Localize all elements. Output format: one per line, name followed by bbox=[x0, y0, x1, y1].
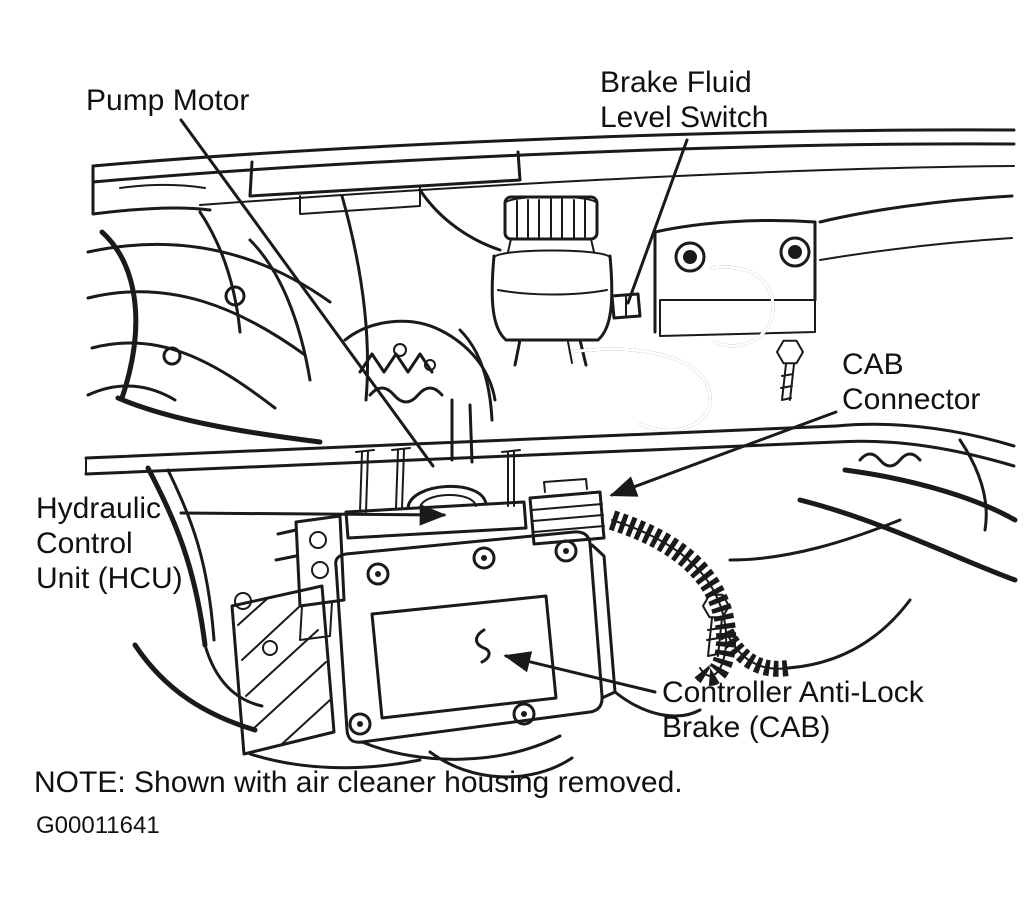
label-brake-fluid-level-switch: Brake Fluid Level Switch bbox=[600, 66, 769, 134]
fender-structure bbox=[728, 438, 1018, 670]
hose-tangle-left bbox=[86, 210, 332, 445]
leader-line-cab-connector bbox=[609, 410, 838, 497]
label-hydraulic-control-unit: Hydraulic Control Unit (HCU) bbox=[36, 492, 183, 595]
figure-id: G00011641 bbox=[36, 812, 160, 839]
cowl-structure bbox=[91, 128, 1016, 402]
heater-hose bbox=[567, 341, 712, 432]
master-cylinder-assembly bbox=[653, 218, 817, 401]
leader-line-pump-motor bbox=[179, 118, 435, 468]
label-controller-anti-lock-brake: Controller Anti-Lock Brake (CAB) bbox=[662, 676, 924, 744]
cover-screws bbox=[348, 539, 578, 736]
leader-line-brake-fluid-level-switch bbox=[626, 138, 689, 305]
lower-left-bracket bbox=[132, 465, 336, 756]
cover-mark bbox=[475, 628, 491, 664]
note-text: NOTE: Shown with air cleaner housing rem… bbox=[34, 766, 683, 799]
valve-block bbox=[274, 514, 346, 641]
wire-loom bbox=[608, 510, 790, 686]
pump-motor-part bbox=[344, 447, 528, 540]
leader-line-controller-cab bbox=[503, 651, 657, 694]
cab-connector-part bbox=[528, 478, 606, 546]
hcu-cab-unit bbox=[334, 530, 617, 744]
mounting-bolt bbox=[776, 339, 804, 401]
crossmember bbox=[84, 422, 1016, 476]
brake-fluid-level-switch-part bbox=[610, 292, 642, 320]
leader-line-hcu bbox=[179, 504, 447, 526]
label-cab-connector: CAB Connector bbox=[842, 348, 981, 416]
label-pump-motor: Pump Motor bbox=[86, 84, 250, 117]
callout-lines bbox=[179, 118, 838, 694]
stud-bolt bbox=[702, 593, 730, 657]
lower-hoses bbox=[248, 690, 702, 779]
wiring-harness bbox=[343, 319, 497, 464]
brake-fluid-reservoir bbox=[490, 195, 642, 367]
